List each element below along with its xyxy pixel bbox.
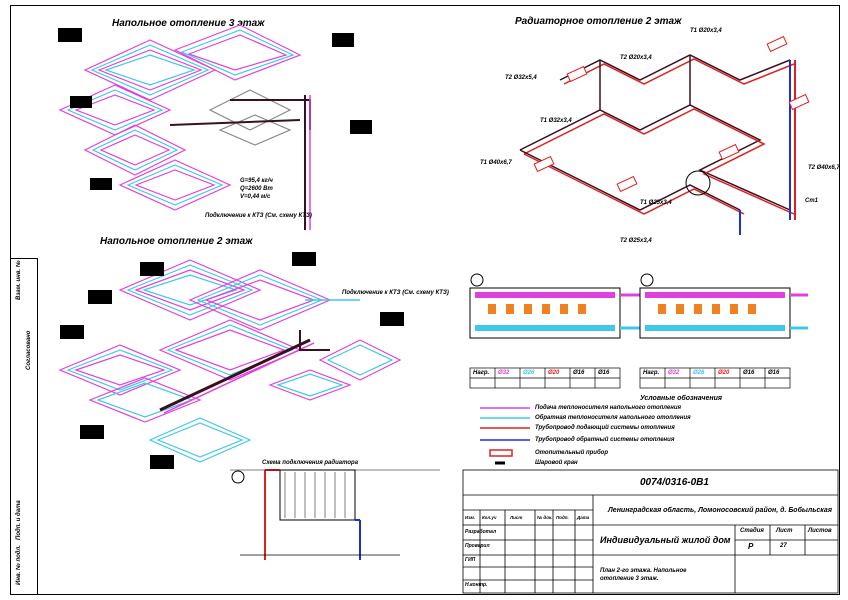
legend-item: Отопительный прибор	[535, 450, 608, 456]
floor2-plan	[58, 259, 402, 463]
legend-lines	[480, 407, 530, 465]
stamp-col: Кол.уч	[482, 515, 497, 520]
legend-item: Трубопровод подающий системы отопления	[535, 425, 675, 431]
stamp-row: ГИП	[465, 557, 476, 563]
room-tag	[380, 312, 404, 326]
radiator-detail-label: Схема подключения радиатора	[262, 460, 359, 466]
pipe-label: Т1 Ø25х3,4	[640, 200, 672, 206]
stamp-sheet-name: План 2-го этажа. Напольное отопление 3 э…	[600, 568, 687, 582]
room-tag	[350, 120, 372, 134]
riser-label: Ст1	[805, 198, 819, 204]
stamp-address: Ленинградская область, Ломоносовский рай…	[608, 507, 832, 514]
legend-item: Подача теплоносителя напольного отоплени…	[535, 405, 682, 411]
room-tag	[88, 290, 112, 304]
table-cell: Ø16	[598, 370, 610, 376]
room-tag	[90, 178, 112, 190]
stamp-stage: Р	[748, 542, 754, 551]
legend-item: Трубопровод обратный системы отопления	[535, 437, 675, 443]
table-cell: Ø16	[743, 370, 755, 376]
params-1: G=95,4 кг/ч	[240, 178, 273, 184]
stamp-col: Дата	[577, 515, 590, 520]
room-tag	[150, 455, 174, 469]
stamp-stage-label: Стадия	[740, 528, 764, 534]
title-floor3: Напольное отопление 3 этаж	[112, 18, 265, 29]
stamp-row: Разработал	[465, 529, 497, 535]
room-tag	[58, 28, 82, 42]
table-cell: Нагр.	[473, 370, 490, 376]
manifold2-label: Подключение к КТЗ (См. схему КТЗ)	[342, 290, 449, 296]
stamp-sheet: 27	[780, 543, 787, 549]
pipe-label: Т2 Ø32х5,4	[505, 75, 537, 81]
manifold-left	[469, 287, 640, 339]
detail-callout-1	[685, 170, 711, 196]
radiator-detail	[230, 469, 440, 560]
sidebar-frame	[10, 258, 38, 595]
title-floor2: Напольное отопление 2 этаж	[100, 236, 253, 247]
room-tag	[332, 33, 354, 47]
stamp-row: Проверил	[465, 543, 490, 549]
stamp-object: Индивидуальный жилой дом	[600, 535, 731, 545]
stamp-col: № док.	[537, 515, 553, 520]
params-2: Q=2600 Вт	[240, 186, 273, 192]
stamp-col: Подп.	[556, 515, 569, 520]
room-tag	[292, 252, 316, 266]
table-cell: Ø32	[498, 370, 510, 376]
table-cell: Нагр.	[643, 370, 660, 376]
pipe-label: Т2 Ø20х3,4	[620, 55, 652, 61]
legend-item: Шаровой кран	[535, 460, 578, 466]
manifold-right	[639, 287, 808, 339]
table-cell: Ø20	[548, 370, 560, 376]
params-3: V=0,44 м/с	[240, 194, 271, 200]
radiators	[533, 35, 810, 193]
room-tag	[60, 325, 84, 339]
stamp-code: 0074/0316-0В1	[640, 477, 709, 488]
stamp-sheet-label: Лист	[776, 528, 793, 534]
stamp-sheets-label: Листов	[808, 528, 832, 534]
title-block	[462, 469, 839, 594]
pipe-label: Т1 Ø20х3,4	[690, 28, 722, 34]
pipe-label: Т2 Ø25х3,4	[620, 238, 652, 244]
room-tag	[70, 96, 92, 108]
pipe-label: Т2 Ø40х6,7	[808, 165, 840, 171]
table-cell: Ø16	[768, 370, 780, 376]
pipe-label: Т1 Ø40х6,7	[480, 160, 512, 166]
pipe-label: Т1 Ø32х3,4	[540, 118, 572, 124]
table-cell: Ø32	[668, 370, 680, 376]
room-tag	[140, 262, 164, 276]
table-cell: Ø20	[718, 370, 730, 376]
stamp-row: Н.контр.	[465, 582, 488, 588]
title-radiator2: Радиаторное отопление 2 этаж	[515, 16, 682, 27]
table-cell: Ø26	[693, 370, 705, 376]
room-tag	[80, 425, 104, 439]
table-cell: Ø16	[573, 370, 585, 376]
stamp-col: Изм.	[465, 515, 476, 520]
legend-item: Обратная теплоносителя напольного отопле…	[535, 415, 691, 421]
legend-title: Условные обозначения	[640, 395, 723, 402]
floor3-plan	[58, 24, 311, 230]
manifold3-label: Подключение к КТЗ (См. схему КТЗ)	[205, 213, 312, 219]
stamp-col: Лист	[510, 515, 523, 520]
radiator-network	[519, 54, 796, 235]
manifold-tables	[469, 367, 791, 389]
table-cell: Ø26	[523, 370, 535, 376]
